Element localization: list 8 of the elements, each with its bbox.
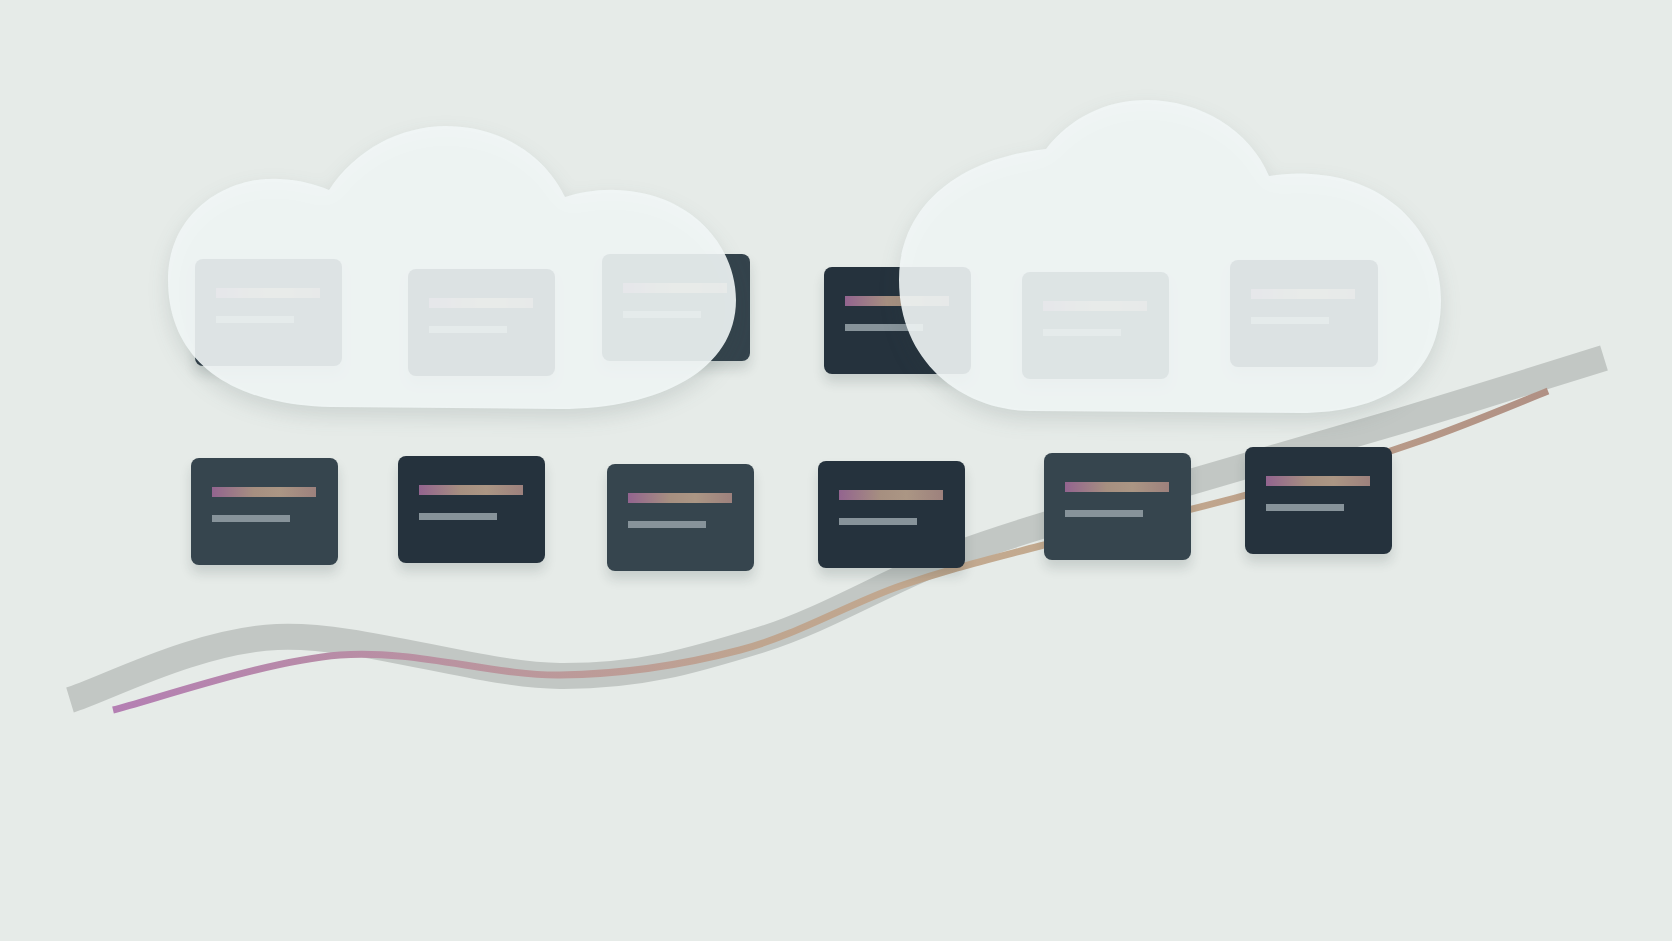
placeholder-card — [398, 456, 545, 563]
placeholder-card — [818, 461, 965, 568]
placeholder-card — [607, 464, 754, 571]
cloud-shape — [167, 126, 736, 409]
placeholder-card — [191, 458, 338, 565]
cloud-shape — [899, 100, 1441, 413]
placeholder-card — [1245, 447, 1392, 554]
placeholder-card — [1044, 453, 1191, 560]
